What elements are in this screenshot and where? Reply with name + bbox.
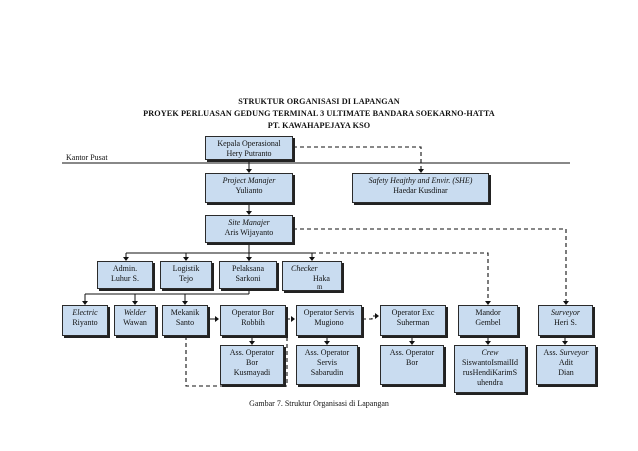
opservis-name: Mugiono bbox=[314, 318, 344, 327]
assexc-l1: Ass. Operator bbox=[389, 348, 435, 357]
opbor-name: Robbih bbox=[241, 318, 265, 327]
assservis-l2: Servis bbox=[317, 358, 337, 367]
welder-role: Welder bbox=[123, 308, 147, 317]
sm-role: Site Manajer bbox=[228, 218, 270, 227]
opbor-role: Operator Bor bbox=[231, 308, 275, 317]
logistik-name: Tejo bbox=[178, 274, 194, 283]
kantor-pusat-label: Kantor Pusat bbox=[66, 153, 108, 162]
logistik-box: Logistik Tejo bbox=[160, 261, 212, 289]
operator-exc-box: Operator Exc Suherman bbox=[380, 305, 446, 336]
ass-operator-exc-box: Ass. Operator Bor bbox=[380, 345, 444, 385]
operator-servis-box: Operator Servis Mugiono bbox=[296, 305, 362, 336]
surveyor-role: Surveyor bbox=[551, 308, 580, 317]
she-name: Haedar Kusdinar bbox=[393, 186, 448, 195]
kepala-name: Hery Putranto bbox=[226, 149, 272, 158]
pm-role: Project Manajer bbox=[222, 176, 276, 185]
mekanik-role: Mekanik bbox=[170, 308, 200, 317]
opservis-role: Operator Servis bbox=[303, 308, 355, 317]
logistik-role: Logistik bbox=[172, 264, 200, 273]
title-line-3: PT. KAWAHAPEJAYA KSO bbox=[267, 121, 371, 130]
assbor-l1: Ass. Operator bbox=[229, 348, 275, 357]
checker-role: Checker bbox=[291, 264, 318, 273]
sm-name: Aris Wijayanto bbox=[224, 228, 274, 237]
she-role: Safety Heajthy and Envir. (SHE) bbox=[368, 176, 473, 185]
assbor-l3: Kusmayadi bbox=[233, 368, 271, 377]
mekanik-name: Santo bbox=[175, 318, 195, 327]
ass-surveyor-box: Ass. Surveyor Adit Dian bbox=[536, 345, 596, 385]
project-manajer-box: Project Manajer Yulianto bbox=[205, 173, 293, 203]
figure-caption: Gambar 7. Struktur Organisasi di Lapanga… bbox=[249, 399, 389, 408]
opexc-name: Suherman bbox=[396, 318, 430, 327]
mekanik-box: Mekanik Santo bbox=[162, 305, 208, 336]
checker-box: Checker Haka m bbox=[282, 261, 342, 291]
crew-l4: uhendra bbox=[477, 378, 503, 387]
asssurveyor-l2: Adit bbox=[558, 358, 574, 367]
assservis-l1: Ass. Operator bbox=[304, 348, 350, 357]
mandor-role: Mandor bbox=[475, 308, 501, 317]
admin-role: Admin. bbox=[112, 264, 138, 273]
kepala-role: Kepala Operasional bbox=[217, 139, 281, 148]
electric-role: Electric bbox=[72, 308, 98, 317]
she-box: Safety Heajthy and Envir. (SHE) Haedar K… bbox=[352, 173, 489, 203]
surveyor-name: Heri S. bbox=[554, 318, 577, 327]
assexc-l2: Bor bbox=[406, 358, 418, 367]
admin-name: Luhur S. bbox=[111, 274, 139, 283]
mandor-box: Mandor Gembel bbox=[458, 305, 518, 336]
electric-name: Riyanto bbox=[72, 318, 98, 327]
welder-name: Wawan bbox=[123, 318, 147, 327]
asssurveyor-l1: Ass. bbox=[543, 348, 558, 357]
crew-box: Crew SiswantoIsmailId rusHendiKarimS uhe… bbox=[454, 345, 526, 393]
pelaksana-role: Pelaksana bbox=[232, 264, 264, 273]
asssurveyor-l1b: Surveyor bbox=[559, 348, 589, 357]
ass-operator-bor-box: Ass. Operator Bor Kusmayadi bbox=[220, 345, 284, 385]
ass-operator-servis-box: Ass. Operator Servis Sabarudin bbox=[296, 345, 358, 385]
operator-bor-box: Operator Bor Robbih bbox=[220, 305, 286, 336]
title-line-2: PROYEK PERLUASAN GEDUNG TERMINAL 3 ULTIM… bbox=[143, 109, 495, 118]
title-line-1: STRUKTUR ORGANISASI DI LAPANGAN bbox=[238, 97, 400, 106]
pelaksana-name: Sarkoni bbox=[235, 274, 261, 283]
welder-box: Welder Wawan bbox=[114, 305, 156, 336]
asssurveyor-l3: Dian bbox=[558, 368, 574, 377]
surveyor-box: Surveyor Heri S. bbox=[538, 305, 593, 336]
mandor-name: Gembel bbox=[475, 318, 501, 327]
asssurveyor-l1-wrap: Ass. Surveyor bbox=[537, 348, 595, 358]
opexc-role: Operator Exc bbox=[391, 308, 435, 317]
checker-name: Haka bbox=[313, 274, 330, 283]
admin-box: Admin. Luhur S. bbox=[97, 261, 153, 289]
pelaksana-box: Pelaksana Sarkoni bbox=[219, 261, 277, 289]
kepala-operasional-box: Kepala Operasional Hery Putranto bbox=[205, 136, 293, 160]
crew-l1: Crew bbox=[481, 348, 499, 357]
site-manajer-box: Site Manajer Aris Wijayanto bbox=[205, 215, 293, 243]
assbor-l2: Bor bbox=[246, 358, 258, 367]
crew-l3: rusHendiKarimS bbox=[462, 368, 518, 377]
electric-box: Electric Riyanto bbox=[62, 305, 108, 336]
assservis-l3: Sabarudin bbox=[310, 368, 344, 377]
checker-extra: m bbox=[317, 283, 323, 291]
crew-l2: SiswantoIsmailId bbox=[462, 358, 518, 367]
pm-name: Yulianto bbox=[235, 186, 263, 195]
